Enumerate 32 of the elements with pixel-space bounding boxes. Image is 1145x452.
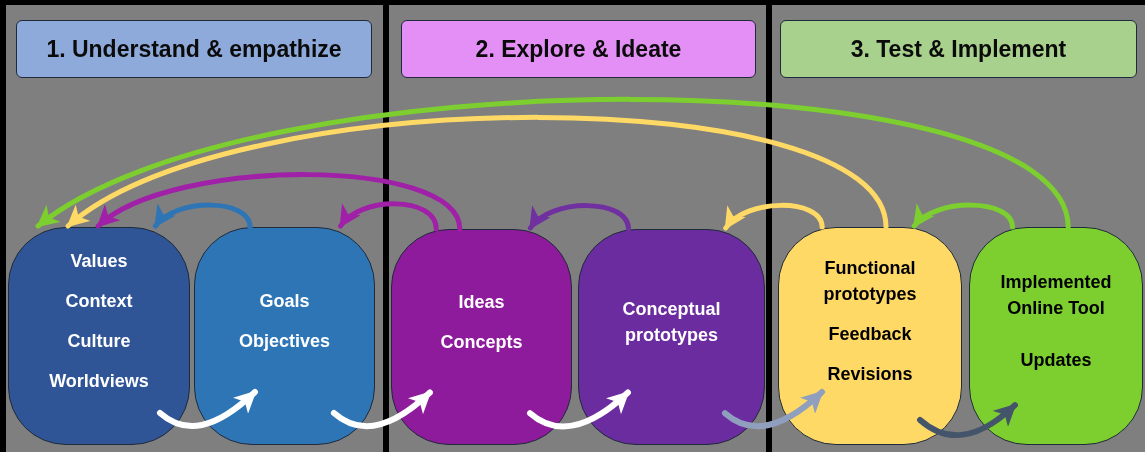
step-text: Concepts: [440, 331, 523, 354]
stage-panel: [6, 5, 383, 452]
stage-heading: 3. Test & Implement: [780, 20, 1137, 78]
step-text: Values: [70, 250, 128, 273]
step-text: Functional prototypes: [822, 257, 918, 306]
rounded-step-box: [578, 229, 765, 445]
step-text: Ideas: [458, 291, 505, 314]
curved-arrow: [95, 172, 463, 232]
step-text: Feedback: [828, 323, 912, 346]
rounded-step-box: [8, 227, 190, 445]
rounded-step-box: [778, 227, 962, 445]
stage-heading: 1. Understand & empathize: [16, 20, 372, 78]
rounded-step-box: [194, 227, 375, 445]
step-text: Updates: [1020, 349, 1092, 372]
stage-heading: 2. Explore & Ideate: [401, 20, 756, 78]
curved-arrow: [527, 389, 631, 430]
step-text: Goals: [259, 290, 310, 313]
stage-panel: [772, 5, 1145, 452]
step-text: Worldviews: [49, 370, 149, 393]
step-text: Revisions: [827, 363, 913, 386]
step-text: Conceptual prototypes: [621, 298, 722, 347]
step-text: Context: [65, 290, 133, 313]
rounded-step-box: [391, 229, 572, 445]
stage-panel: [389, 5, 766, 452]
curved-arrow: [527, 203, 631, 232]
curved-arrow: [152, 202, 253, 230]
rounded-step-box: [969, 227, 1143, 445]
curved-arrow: [338, 201, 439, 232]
step-text: Implemented Online Tool: [999, 271, 1113, 320]
step-text: Objectives: [238, 330, 330, 353]
curved-arrow: [156, 389, 258, 429]
step-text: Culture: [67, 330, 131, 353]
